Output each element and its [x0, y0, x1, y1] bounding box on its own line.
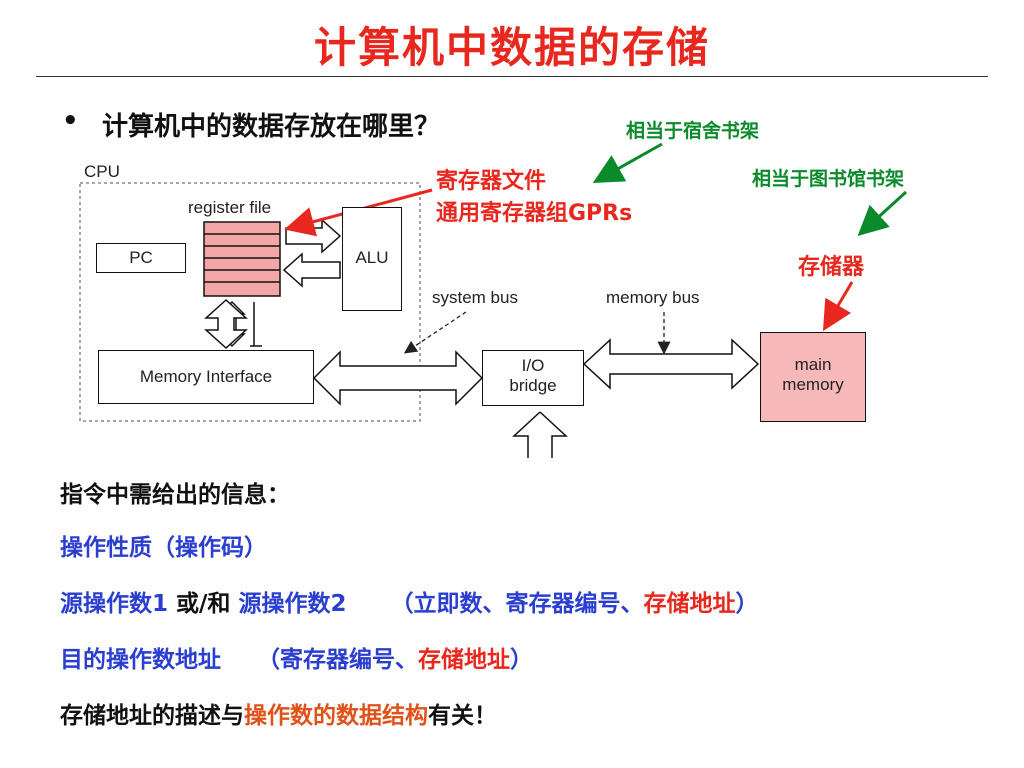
memory-cn-label: 存储器 — [798, 255, 865, 280]
bullet-marker: • — [62, 106, 79, 136]
destination-operand: 目的操作数地址 — [60, 647, 221, 673]
io-up-arrow — [512, 411, 568, 458]
info-heading: 指令中需给出的信息： — [60, 482, 290, 508]
pc-box: PC — [96, 243, 186, 273]
dorm-shelf-arrow — [592, 142, 663, 183]
system-bus-arrow — [312, 350, 484, 406]
register-file-label: register file — [188, 198, 272, 217]
title-divider — [36, 76, 988, 77]
gprs-cn-label: 通用寄存器组GPRs — [436, 201, 633, 226]
library-shelf-label: 相当于图书馆书架 — [752, 168, 905, 190]
library-shelf-arrow — [857, 190, 908, 237]
source-close-paren: ） — [735, 591, 759, 617]
conclusion-highlight: 操作数的数据结构 — [244, 703, 428, 729]
alu-to-regfile-arrow — [282, 252, 341, 288]
opcode-line: 操作性质（操作码） — [60, 535, 267, 561]
bullet-question: 计算机中的数据存放在哪里？ — [102, 112, 441, 142]
conclusion-part-2: 有关！ — [428, 703, 497, 729]
source-operands-line: 源操作数1 或/和 源操作数2 （立即数、寄存器编号、存储地址） — [60, 584, 758, 618]
conclusion-part-1: 存储地址的描述与 — [60, 703, 244, 729]
source-operand-2: 源操作数2 — [238, 591, 347, 617]
memory-interface-label: Memory Interface — [139, 367, 273, 386]
destination-operand-line: 目的操作数地址 （寄存器编号、存储地址） — [60, 640, 533, 674]
main-memory-label-1: main — [794, 355, 832, 374]
destination-close-paren: ） — [510, 647, 533, 673]
dorm-shelf-label: 相当于宿舍书架 — [626, 120, 760, 142]
io-bridge-label-1: I/O — [521, 356, 545, 375]
conclusion-line: 存储地址的描述与操作数的数据结构有关！ — [60, 696, 497, 730]
register-file-stack — [203, 221, 281, 297]
cpu-label: CPU — [84, 162, 120, 181]
memory-pointer-arrow — [822, 281, 854, 332]
vertical-double-arrow — [204, 298, 248, 350]
or-and-text: 或/和 — [168, 591, 239, 617]
io-bridge-box: I/O bridge — [482, 350, 584, 406]
memory-interface-box: Memory Interface — [98, 350, 314, 404]
source-storage-address: 存储地址 — [643, 591, 736, 617]
memory-bus-arrow — [582, 338, 760, 390]
destination-storage-address: 存储地址 — [418, 647, 510, 673]
main-memory-label-2: memory — [782, 375, 844, 394]
alu-box: ALU — [342, 207, 402, 311]
main-memory-box: main memory — [760, 332, 866, 422]
cpu-boundary — [79, 182, 421, 422]
memory-bus-label: memory bus — [606, 288, 700, 307]
system-bus-label: system bus — [432, 288, 518, 307]
alu-label: ALU — [355, 248, 389, 267]
destination-types: （寄存器编号、 — [257, 647, 418, 673]
regfile-to-alu-arrow — [285, 218, 342, 254]
system-bus-pointer — [403, 311, 467, 354]
io-bridge-label-2: bridge — [509, 376, 557, 395]
source-operand-types: （立即数、寄存器编号、 — [390, 591, 644, 617]
pc-label: PC — [129, 248, 153, 267]
page-title: 计算机中数据的存储 — [313, 23, 710, 72]
register-file-cn-label: 寄存器文件 — [436, 169, 547, 194]
source-operand-1: 源操作数1 — [60, 591, 169, 617]
